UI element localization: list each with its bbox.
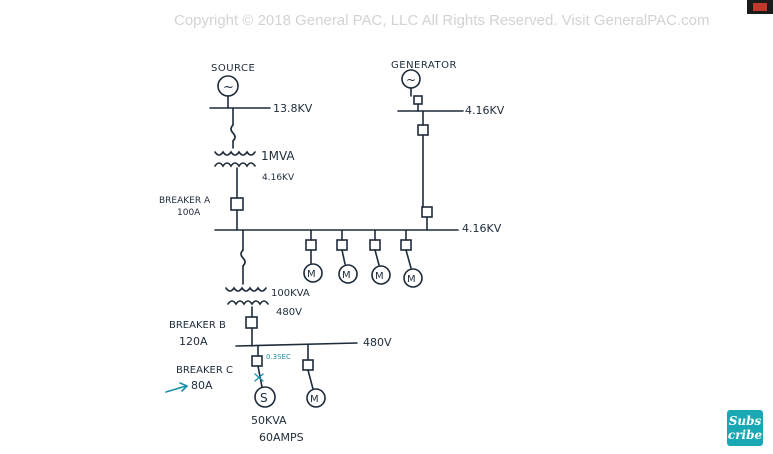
static-load-letter: S <box>260 391 268 405</box>
generator-feeder-breaker-bottom <box>421 206 433 218</box>
motor-3-label: M <box>375 271 384 282</box>
motor-480v-label: M <box>310 394 319 405</box>
bus-generator-label: 4.16KV <box>465 104 505 117</box>
motor-feeder-2: M <box>336 229 358 284</box>
static-load-symbol <box>254 386 276 408</box>
motor-2-label: M <box>342 270 351 281</box>
transformer-1-secondary <box>214 162 256 168</box>
breaker-a <box>230 197 244 211</box>
fuse-symbol-1 <box>230 124 236 142</box>
motor-feeder-4: M <box>400 229 423 288</box>
subscribe-line-2: cribe <box>727 428 763 442</box>
bus-4-16kv-label: 4.16KV <box>462 222 502 235</box>
transformer-2-rating: 100KVA <box>271 288 310 299</box>
arrow-icon <box>165 382 189 393</box>
transformer-1-secondary-label: 4.16KV <box>262 173 295 183</box>
motor-1-label: M <box>307 269 316 280</box>
motor-feeder-3: M <box>369 229 391 285</box>
motor-480-breaker <box>302 359 314 371</box>
breaker-a-label: BREAKER A <box>159 196 211 206</box>
breaker-b <box>245 316 258 329</box>
breaker-b-rating: 120A <box>179 335 208 348</box>
subscribe-line-1: Subs <box>728 414 762 428</box>
bus-480v-label: 480V <box>363 336 392 349</box>
subscribe-button[interactable]: Subs cribe <box>727 410 763 446</box>
motor-4-label: M <box>407 274 416 285</box>
corner-logo <box>747 0 773 14</box>
bus-480v <box>235 342 358 347</box>
generator-breaker <box>413 95 423 105</box>
load-current-label: 60AMPS <box>259 431 304 444</box>
motor-feeder-1: M <box>303 229 323 283</box>
copyright-notice: Copyright © 2018 General PAC, LLC All Ri… <box>174 12 710 29</box>
source-wave-icon: ~ <box>223 80 234 95</box>
generator-label: GENERATOR <box>391 60 457 71</box>
breaker-c <box>251 355 263 367</box>
breaker-a-rating: 100A <box>177 208 201 218</box>
transformer-1-rating: 1MVA <box>261 149 295 163</box>
motor-480v <box>306 388 326 408</box>
trip-time-label: 0.3SEC <box>266 353 291 361</box>
generator-feeder-breaker-top <box>417 124 429 136</box>
fuse-symbol-2 <box>240 249 246 267</box>
breaker-c-rating: 80A <box>191 379 213 392</box>
source-label: SOURCE <box>211 63 255 74</box>
bus-13-8kv-label: 13.8KV <box>273 102 313 115</box>
transformer-2-secondary <box>227 300 269 306</box>
breaker-c-label: BREAKER C <box>176 365 233 376</box>
breaker-b-label: BREAKER B <box>169 320 226 331</box>
transformer-1-primary <box>214 150 256 156</box>
fault-x-icon <box>254 373 264 382</box>
transformer-2-secondary-label: 480V <box>276 307 302 318</box>
transformer-2-primary <box>225 286 267 292</box>
load-rating-label: 50KVA <box>251 414 287 427</box>
generator-wave-icon: ~ <box>406 73 416 87</box>
